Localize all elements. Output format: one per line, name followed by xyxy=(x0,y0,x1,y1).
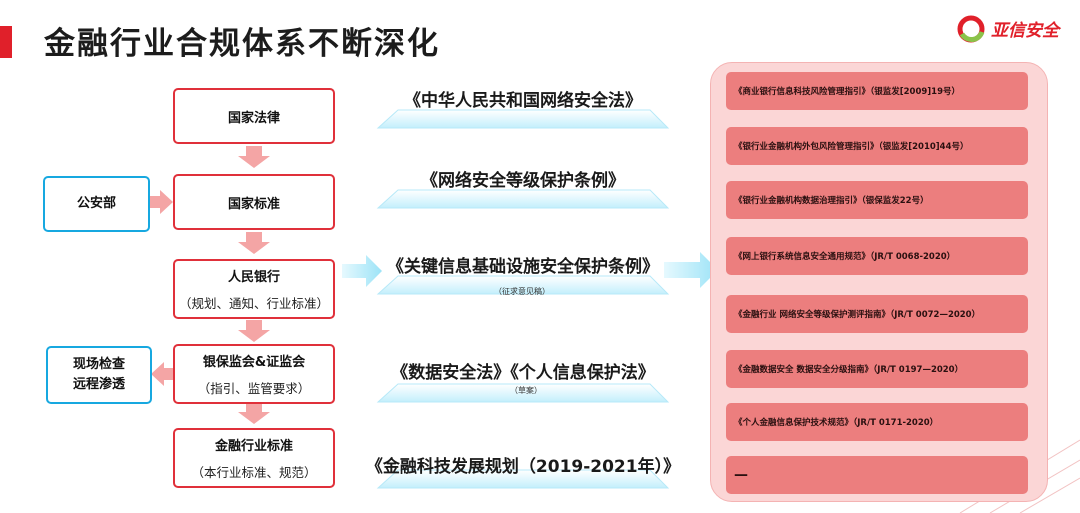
side-box-public-security: 公安部 xyxy=(43,176,150,232)
left-arrow-icon xyxy=(151,362,174,386)
law-note: （草案） xyxy=(510,386,542,395)
side-box-line: 现场检查 xyxy=(72,357,125,372)
flow-box-sub: （指引、监管要求） xyxy=(197,381,311,396)
law-note: （征求意见稿） xyxy=(494,287,550,296)
guideline-item: 《银行业金融机构数据治理指引》（银保监发22号） xyxy=(726,181,1028,219)
flow-box-national-law: 国家法律 xyxy=(173,88,335,144)
down-arrow-icon xyxy=(238,146,270,168)
down-arrow-icon xyxy=(238,404,270,424)
down-arrows xyxy=(238,146,270,424)
law-title: 《关键信息基础设施安全保护条例》 xyxy=(387,257,659,277)
side-box-line: 远程渗透 xyxy=(72,377,125,392)
flow-box-cbirc-csrc: 银保监会&证监会 （指引、监管要求） xyxy=(173,344,335,404)
flow-box-label: 银保监会&证监会 xyxy=(202,355,306,370)
flow-box-sub: （本行业标准、规范） xyxy=(191,465,317,480)
logo-text: 亚信安全 xyxy=(991,21,1059,41)
flow-box-sub: （规划、通知、行业标准） xyxy=(178,296,329,311)
down-arrow-icon xyxy=(238,320,270,342)
law-title: 《数据安全法》《个人信息保护法》 xyxy=(391,363,655,383)
flow-box-label: 国家法律 xyxy=(227,110,280,126)
law-title: 《网络安全等级保护条例》 xyxy=(421,171,625,191)
guideline-item: 《银行业金融机构外包风险管理指引》（银监发[2010]44号） xyxy=(726,127,1028,165)
title-accent-bar xyxy=(0,26,12,58)
flow-box-label: 金融行业标准 xyxy=(214,439,293,454)
guideline-item: 《个人金融信息保护技术规范》（JR/T 0171-2020） xyxy=(726,403,1028,441)
guideline-item: 《金融数据安全 数据安全分级指南》（JR/T 0197—2020） xyxy=(726,350,1028,388)
page-title: 金融行业合规体系不断深化 xyxy=(44,26,440,62)
guideline-item: — xyxy=(726,456,1028,494)
flow-box-label: 人民银行 xyxy=(227,270,280,285)
guideline-item: 《网上银行系统信息安全通用规范》（JR/T 0068-2020） xyxy=(726,237,1028,275)
right-arrow-icon xyxy=(150,190,173,214)
down-arrow-icon xyxy=(238,232,270,254)
side-box-inspection: 现场检查 远程渗透 xyxy=(46,346,152,404)
law-title: 《金融科技发展规划（2019-2021年）》 xyxy=(365,457,681,477)
flow-box-financial-standard: 金融行业标准 （本行业标准、规范） xyxy=(173,428,335,488)
right-arrow-icon xyxy=(342,255,382,287)
flow-box-national-standard: 国家标准 xyxy=(173,174,335,230)
right-arrow-icon xyxy=(664,252,718,288)
guideline-item: 《商业银行信息科技风险管理指引》（银监发[2009]19号） xyxy=(726,72,1028,110)
flow-box-label: 国家标准 xyxy=(227,196,280,212)
flow-box-peoples-bank: 人民银行 （规划、通知、行业标准） xyxy=(173,259,335,319)
logo-icon xyxy=(957,15,985,43)
law-title: 《中华人民共和国网络安全法》 xyxy=(404,91,642,111)
guideline-item: 《金融行业 网络安全等级保护测评指南》（JR/T 0072—2020） xyxy=(726,295,1028,333)
side-box-line: 公安部 xyxy=(76,196,116,211)
